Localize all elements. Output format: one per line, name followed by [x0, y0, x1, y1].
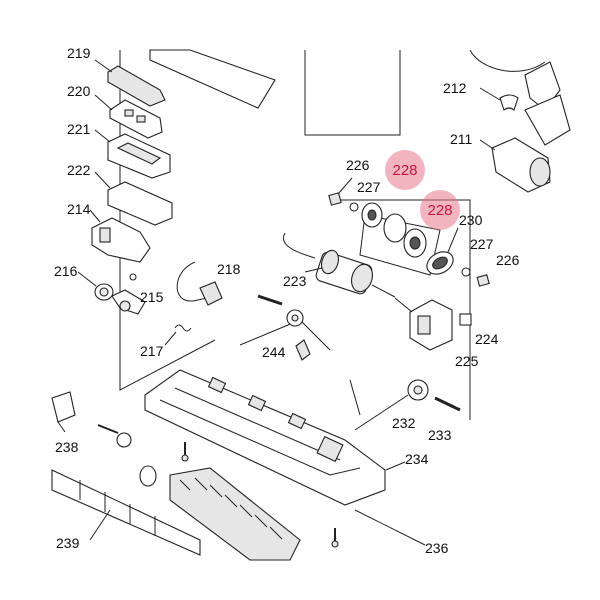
label-244: 244	[262, 344, 286, 360]
label-219: 219	[67, 45, 91, 61]
part-232	[354, 379, 429, 431]
label-239: 239	[56, 535, 80, 551]
part-239	[51, 469, 201, 556]
part-top-right-assembly	[469, 49, 571, 146]
part-228-gear-b	[383, 213, 427, 258]
part-219	[94, 59, 166, 107]
label-214: 214	[67, 201, 91, 217]
label-216: 216	[54, 263, 78, 279]
part-244	[295, 339, 311, 361]
label-230: 230	[459, 212, 483, 228]
label-223: 223	[283, 273, 307, 289]
label-234: 234	[405, 451, 429, 467]
part-216	[77, 271, 114, 301]
part-217	[164, 324, 192, 346]
label-227-left: 227	[357, 179, 381, 195]
part-228-gear-a	[361, 202, 383, 228]
part-234	[144, 369, 406, 506]
part-223	[282, 232, 396, 298]
highlight-228-b[interactable]: 228	[420, 190, 460, 230]
part-230	[426, 227, 459, 275]
part-212	[479, 87, 519, 111]
label-225: 225	[455, 353, 479, 369]
part-227-right	[461, 267, 471, 277]
part-224	[459, 313, 472, 326]
label-212: 212	[443, 80, 467, 96]
part-220	[94, 94, 163, 139]
part-brush-roll	[139, 465, 301, 561]
part-226-left	[328, 177, 353, 206]
label-236: 236	[425, 540, 449, 556]
highlight-228-a[interactable]: 228	[385, 150, 425, 190]
label-215: 215	[140, 289, 164, 305]
label-232: 232	[392, 415, 416, 431]
label-222: 222	[67, 162, 91, 178]
bottom-leaders	[349, 379, 426, 546]
highlight-228-a-label: 228	[392, 161, 418, 179]
part-221	[94, 129, 171, 179]
label-220: 220	[67, 83, 91, 99]
label-226-right: 226	[496, 252, 520, 268]
part-218	[176, 261, 223, 306]
label-218: 218	[217, 261, 241, 277]
part-214	[89, 209, 151, 263]
part-pins	[257, 294, 304, 327]
part-226-right	[476, 274, 490, 287]
label-224: 224	[475, 331, 499, 347]
label-233: 233	[428, 427, 452, 443]
part-233	[434, 396, 461, 412]
highlight-228-b-label: 228	[427, 201, 453, 219]
part-227-left	[349, 202, 359, 212]
part-225	[394, 297, 453, 351]
label-227-right: 227	[470, 236, 494, 252]
part-238	[51, 391, 76, 433]
label-217: 217	[140, 343, 164, 359]
part-215	[111, 273, 146, 315]
part-screws	[97, 424, 339, 548]
part-211	[479, 137, 551, 193]
part-panel-top	[149, 49, 276, 109]
label-211: 211	[450, 131, 473, 147]
part-222	[94, 171, 173, 226]
label-221: 221	[67, 121, 91, 137]
label-238: 238	[55, 439, 79, 455]
label-226-left: 226	[346, 157, 370, 173]
